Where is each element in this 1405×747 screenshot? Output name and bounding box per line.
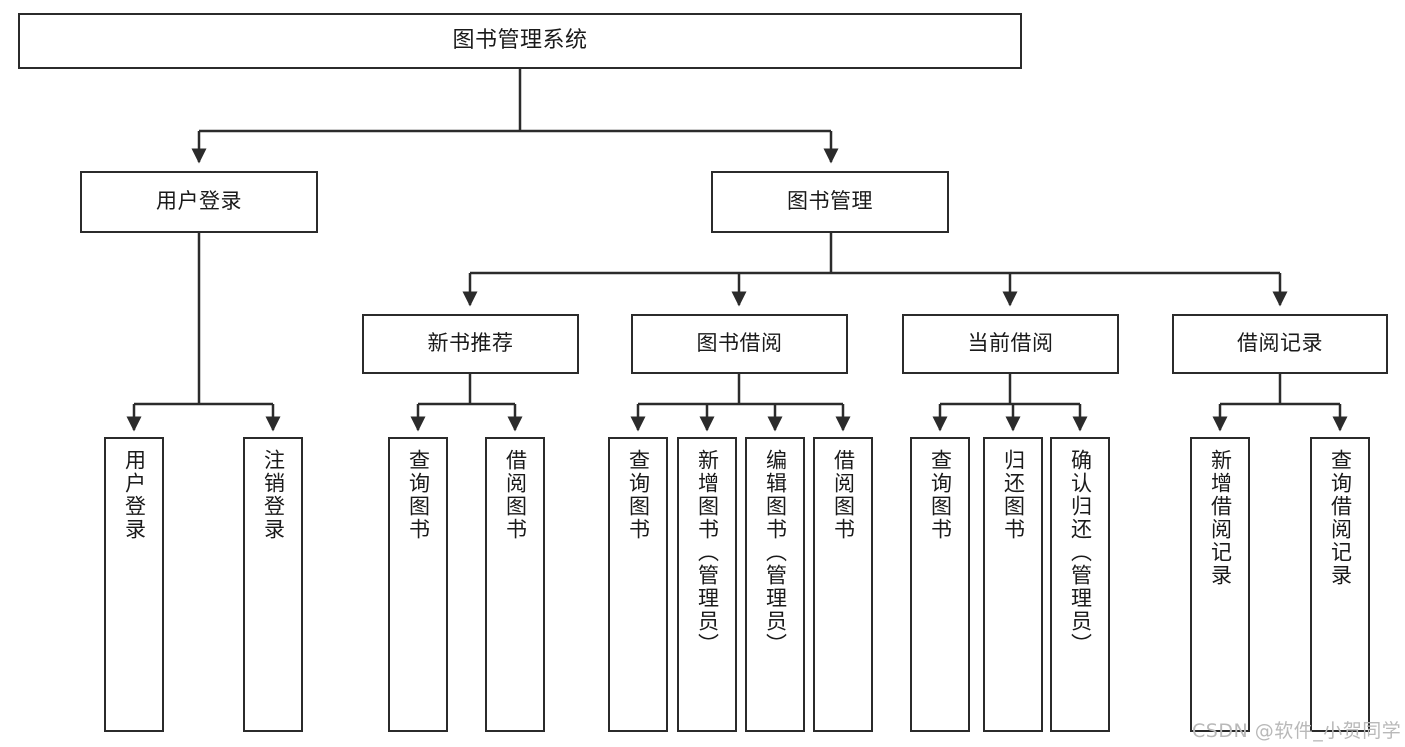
node-leaf-query-book-cur[interactable]: 查询图书 — [910, 437, 970, 732]
node-borrow-record[interactable]: 借阅记录 — [1172, 314, 1388, 374]
node-user-login-label: 用户登录 — [156, 189, 242, 214]
node-leaf-user-logout[interactable]: 注销登录 — [243, 437, 303, 732]
node-leaf-query-book-rec[interactable]: 查询图书 — [388, 437, 448, 732]
node-leaf-edit-book[interactable]: 编辑图书（管理员） — [745, 437, 805, 732]
node-leaf-borrow-book[interactable]: 借阅图书 — [813, 437, 873, 732]
node-leaf-user-login-label: 用户登录 — [122, 449, 147, 541]
node-leaf-confirm-return-label: 确认归还（管理员） — [1068, 449, 1093, 656]
node-leaf-add-book[interactable]: 新增图书（管理员） — [677, 437, 737, 732]
node-book-borrow-label: 图书借阅 — [696, 331, 783, 356]
node-book-borrow[interactable]: 图书借阅 — [631, 314, 848, 374]
node-new-book-rec[interactable]: 新书推荐 — [362, 314, 579, 374]
node-leaf-confirm-return[interactable]: 确认归还（管理员） — [1050, 437, 1110, 732]
node-current-borrow[interactable]: 当前借阅 — [902, 314, 1119, 374]
node-new-book-rec-label: 新书推荐 — [427, 331, 514, 356]
node-leaf-add-book-label: 新增图书（管理员） — [695, 449, 720, 656]
node-leaf-query-book-rec-label: 查询图书 — [406, 449, 431, 541]
node-leaf-borrow-book-label: 借阅图书 — [831, 449, 856, 541]
node-borrow-record-label: 借阅记录 — [1237, 331, 1323, 356]
node-book-manage[interactable]: 图书管理 — [711, 171, 949, 233]
node-leaf-query-book-borrow[interactable]: 查询图书 — [608, 437, 668, 732]
node-leaf-query-record-label: 查询借阅记录 — [1328, 449, 1353, 587]
node-book-manage-label: 图书管理 — [787, 189, 873, 214]
node-leaf-return-book[interactable]: 归还图书 — [983, 437, 1043, 732]
node-root[interactable]: 图书管理系统 — [18, 13, 1022, 69]
node-leaf-edit-book-label: 编辑图书（管理员） — [763, 449, 788, 656]
node-leaf-user-logout-label: 注销登录 — [261, 449, 286, 541]
node-leaf-borrow-book-rec-label: 借阅图书 — [503, 449, 528, 541]
node-leaf-query-record[interactable]: 查询借阅记录 — [1310, 437, 1370, 732]
node-root-label: 图书管理系统 — [452, 27, 588, 53]
node-leaf-return-book-label: 归还图书 — [1001, 449, 1026, 541]
node-leaf-add-record-label: 新增借阅记录 — [1208, 449, 1233, 587]
csdn-watermark: CSDN @软件_小贺同学 — [1192, 720, 1402, 742]
node-leaf-add-record[interactable]: 新增借阅记录 — [1190, 437, 1250, 732]
node-leaf-user-login[interactable]: 用户登录 — [104, 437, 164, 732]
node-user-login[interactable]: 用户登录 — [80, 171, 318, 233]
node-leaf-borrow-book-rec[interactable]: 借阅图书 — [485, 437, 545, 732]
node-leaf-query-book-cur-label: 查询图书 — [928, 449, 953, 541]
node-leaf-query-book-borrow-label: 查询图书 — [626, 449, 651, 541]
node-current-borrow-label: 当前借阅 — [967, 331, 1054, 356]
